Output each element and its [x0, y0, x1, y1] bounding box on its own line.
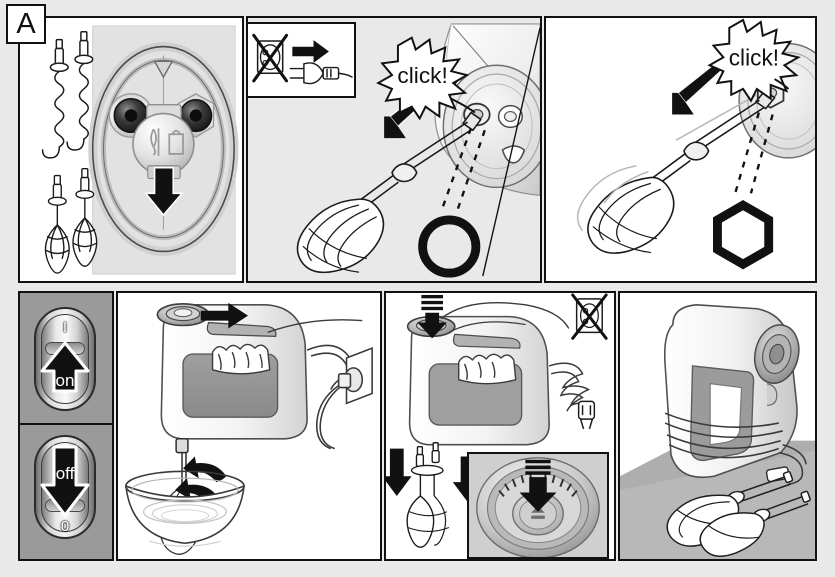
press-arrow-inset-icon [519, 459, 557, 512]
beater-being-inserted [296, 111, 482, 274]
press-down-arrow-icon [417, 294, 447, 339]
guide-lines-2 [734, 112, 774, 194]
click-callout-2: click! [707, 18, 801, 103]
hand-icon [211, 319, 363, 375]
alignment-triangle-icon [153, 60, 174, 79]
eject-button-inset [467, 452, 609, 559]
switch-mark-on: I [62, 319, 68, 336]
switch-mark-off: 0 [60, 518, 70, 535]
round-shape-symbol [418, 215, 481, 278]
outlet-crossed-icon [252, 33, 289, 83]
guide-lines [440, 127, 486, 212]
insert-dough-hook-panel: click! [544, 16, 817, 283]
mixing-bowl [124, 470, 246, 547]
insert-beater-artwork: click! [296, 23, 540, 278]
insert-dough-hook-artwork: click! [576, 18, 815, 270]
insert-down-arrow-icon [144, 166, 184, 217]
prohibition-cross-icon-2 [571, 293, 608, 340]
speed-switch-panel: I on 0 off [18, 291, 114, 561]
mains-plug-icon-2 [577, 400, 596, 430]
drop-arrow-left-icon [386, 448, 412, 496]
outlet-crossed-icon-2 [571, 293, 608, 340]
beater-pair-icon [44, 168, 98, 274]
beaters-stored [666, 470, 811, 557]
eject-artwork [386, 293, 608, 548]
speed-slider [206, 321, 277, 338]
eject-beaters-panel [384, 291, 616, 561]
hand-icon-2 [440, 302, 570, 385]
click-label-2: click! [729, 44, 779, 70]
switch-on-cell[interactable]: I on [26, 299, 104, 423]
mains-plug-icon [289, 62, 353, 85]
operate-artwork [124, 302, 373, 555]
wall-outlet-icon [330, 347, 373, 405]
power-cord-2 [548, 362, 595, 412]
beater-pair-dropping [406, 442, 450, 548]
arrow-down-off-icon [40, 445, 90, 517]
arrow-up-on-icon [40, 341, 90, 393]
storage-artwork [620, 304, 815, 559]
mixer-underside [442, 64, 540, 189]
accessories-panel [18, 16, 244, 283]
storage-panel [618, 291, 817, 561]
prohibition-cross-icon [252, 33, 289, 83]
step-letter-badge: A [6, 4, 46, 44]
switch-off-cell[interactable]: 0 off [26, 427, 104, 553]
ghost-hook-outline [576, 94, 758, 232]
insert-beater-panel: click! [246, 16, 542, 283]
dough-hook-pair-icon [41, 31, 94, 159]
hex-shape-symbol [713, 200, 774, 270]
dough-hook-pictogram [168, 129, 184, 155]
arrow-right-icon [292, 40, 329, 63]
wrapped-cord [664, 412, 807, 485]
operate-in-bowl-panel [116, 291, 382, 561]
click-label: click! [397, 62, 447, 88]
switch-divider [20, 423, 112, 425]
eject-inset-artwork [469, 454, 607, 557]
accessories-artwork [41, 25, 239, 275]
socket-detail-artwork [88, 42, 239, 256]
click-callout: click! [376, 36, 470, 121]
dropping-beaters [386, 442, 483, 548]
slider-arrow-left-icon [200, 302, 249, 329]
unplug-warning-artwork [252, 33, 353, 85]
beater-pictogram [150, 128, 160, 156]
